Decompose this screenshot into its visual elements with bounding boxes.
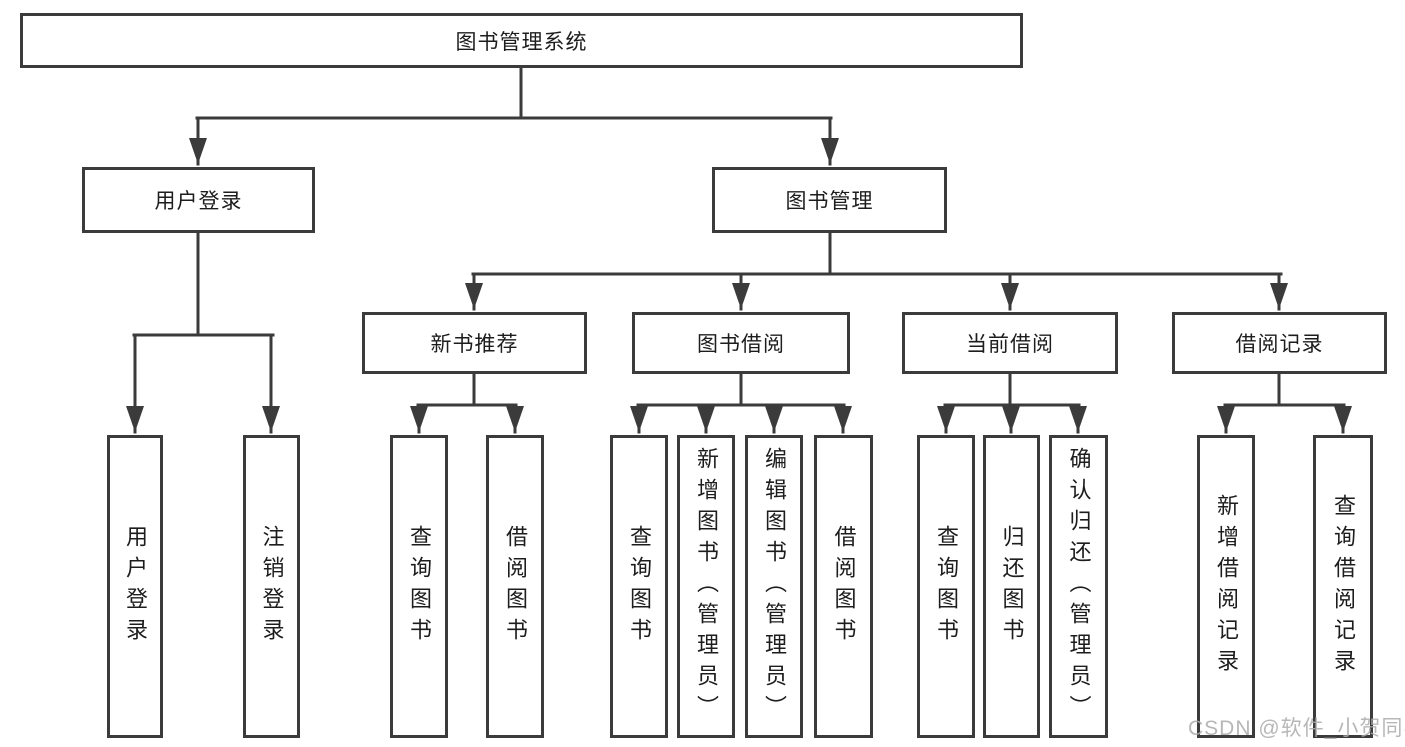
leaf-user-login-label: 用户登录 xyxy=(123,524,148,649)
leaf-edit-books-admin: 编辑图书（管理员） xyxy=(745,435,803,738)
node-new-book-recommend: 新书推荐 xyxy=(362,312,587,374)
node-book-management-label: 图书管理 xyxy=(785,190,874,213)
leaf-borrowing-borrow-books: 借阅图书 xyxy=(814,435,873,738)
leaf-query-borrow-record-label: 查询借阅记录 xyxy=(1331,493,1356,680)
leaf-add-borrow-record-label: 新增借阅记录 xyxy=(1214,493,1239,680)
leaf-recommend-borrow-books-label: 借阅图书 xyxy=(503,524,528,649)
leaf-borrowing-query-books-label: 查询图书 xyxy=(627,524,652,649)
leaf-edit-books-admin-label: 编辑图书（管理员） xyxy=(762,447,787,726)
node-user-login-branch: 用户登录 xyxy=(82,167,315,233)
leaf-recommend-query-books: 查询图书 xyxy=(390,435,448,738)
node-new-book-recommend-label: 新书推荐 xyxy=(430,333,519,356)
leaf-current-query-books: 查询图书 xyxy=(917,435,975,738)
node-book-borrowing: 图书借阅 xyxy=(632,312,850,374)
node-library-system: 图书管理系统 xyxy=(20,13,1023,68)
leaf-add-books-admin: 新增图书（管理员） xyxy=(677,435,735,738)
leaf-add-borrow-record: 新增借阅记录 xyxy=(1197,435,1255,738)
leaf-confirm-return-admin: 确认归还（管理员） xyxy=(1049,435,1108,738)
leaf-query-borrow-record: 查询借阅记录 xyxy=(1313,435,1373,738)
leaf-user-login: 用户登录 xyxy=(107,435,163,738)
node-borrowing-records: 借阅记录 xyxy=(1172,312,1387,374)
node-current-borrowing: 当前借阅 xyxy=(902,312,1118,374)
leaf-logout-label: 注销登录 xyxy=(259,524,285,649)
leaf-confirm-return-admin-label: 确认归还（管理员） xyxy=(1066,447,1092,726)
leaf-return-books: 归还图书 xyxy=(983,435,1040,738)
leaf-recommend-query-books-label: 查询图书 xyxy=(407,524,432,649)
leaf-return-books-label: 归还图书 xyxy=(999,524,1025,649)
leaf-borrowing-borrow-books-label: 借阅图书 xyxy=(831,524,857,649)
node-book-borrowing-label: 图书借阅 xyxy=(697,333,785,356)
leaf-recommend-borrow-books: 借阅图书 xyxy=(486,435,544,738)
leaf-add-books-admin-label: 新增图书（管理员） xyxy=(694,447,719,726)
node-borrowing-records-label: 借阅记录 xyxy=(1235,333,1324,356)
leaf-current-query-books-label: 查询图书 xyxy=(934,524,959,649)
leaf-logout: 注销登录 xyxy=(243,435,300,738)
node-current-borrowing-label: 当前借阅 xyxy=(966,333,1054,356)
csdn-watermark: CSDN @软件_小贺同学 xyxy=(1188,717,1405,740)
leaf-borrowing-query-books: 查询图书 xyxy=(610,435,668,738)
node-user-login-branch-label: 用户登录 xyxy=(154,190,243,213)
node-library-system-label: 图书管理系统 xyxy=(455,30,588,54)
node-book-management: 图书管理 xyxy=(712,167,947,233)
